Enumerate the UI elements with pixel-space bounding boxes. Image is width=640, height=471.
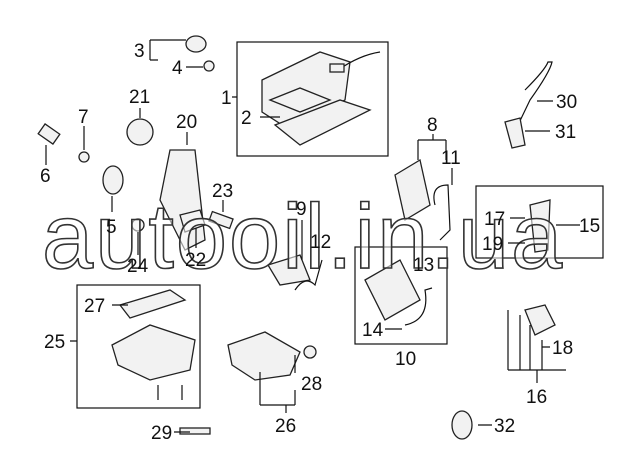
drain-plug-part: [303, 345, 317, 359]
callout-7: 7: [78, 107, 89, 128]
camshaft-sprocket-part: [126, 118, 154, 146]
callout-16: 16: [526, 387, 547, 408]
callout-23: 23: [212, 181, 233, 202]
dipstick-tube-part: [504, 117, 526, 149]
callout-11: 11: [441, 148, 461, 169]
oil-pump-parts: [524, 304, 556, 336]
callout-15: 15: [579, 216, 600, 237]
group-box-valve-cover: [236, 41, 389, 157]
callout-9: 9: [296, 199, 307, 220]
cap-seal-part: [203, 60, 215, 72]
group-box-timing-covers: [475, 185, 604, 259]
callout-3: 3: [134, 41, 145, 62]
cover-gasket-part: [433, 184, 451, 241]
callout-28: 28: [301, 374, 322, 395]
callout-4: 4: [172, 58, 183, 79]
callout-12: 12: [310, 232, 331, 253]
callout-20: 20: [176, 112, 197, 133]
gasket-part: [294, 259, 323, 291]
oil-filter-part: [451, 410, 473, 440]
dipstick-part: [517, 61, 553, 126]
tensioner-pulley-part: [208, 210, 234, 230]
oil-strainer-part: [179, 427, 211, 435]
callout-25: 25: [44, 332, 65, 353]
callout-29: 29: [151, 423, 172, 444]
callout-8: 8: [427, 115, 438, 136]
callout-24: 24: [127, 256, 149, 277]
oil-pan-baffle-part: [118, 289, 187, 319]
callout-19: 19: [482, 234, 503, 255]
leader-lines: [45, 39, 580, 433]
crank-sprocket-part: [102, 165, 124, 195]
callout-18: 18: [552, 338, 573, 359]
group-box-timing-cover-lower: [354, 246, 448, 345]
rear-cover-part: [529, 199, 551, 253]
callout-17: 17: [484, 209, 505, 230]
callout-13: 13: [413, 255, 434, 276]
callout-21: 21: [129, 87, 150, 108]
group-box-oil-pan-upper: [76, 284, 201, 409]
callout-32: 32: [494, 416, 515, 437]
lower-gasket-part: [404, 287, 433, 326]
oil-pan-upper-part: [111, 324, 196, 381]
callout-22: 22: [185, 250, 206, 271]
callout-31: 31: [555, 122, 576, 143]
callout-27: 27: [84, 296, 105, 317]
bolt-part: [37, 123, 61, 145]
washer-part: [78, 151, 90, 163]
tensioner-part: [179, 209, 206, 233]
callout-14: 14: [362, 320, 384, 341]
callout-6: 6: [40, 166, 51, 187]
oil-filler-cap-part: [185, 35, 207, 53]
callout-26: 26: [275, 416, 296, 437]
valve-cover-part: [261, 51, 381, 146]
lower-timing-cover-part: [364, 259, 421, 321]
callout-10: 10: [395, 349, 416, 370]
callout-labels: 1 2 3 4 5 6 7 8 9 10 11 12 13 14 15 16 1…: [40, 41, 600, 444]
callout-1: 1: [221, 88, 232, 109]
timing-cover-upper-part: [267, 254, 311, 286]
callout-5: 5: [106, 217, 117, 238]
callout-30: 30: [556, 92, 577, 113]
callout-2: 2: [241, 108, 252, 129]
timing-cover-part: [394, 158, 431, 222]
idler-part: [131, 218, 145, 232]
oil-pan-lower-part: [227, 331, 301, 381]
